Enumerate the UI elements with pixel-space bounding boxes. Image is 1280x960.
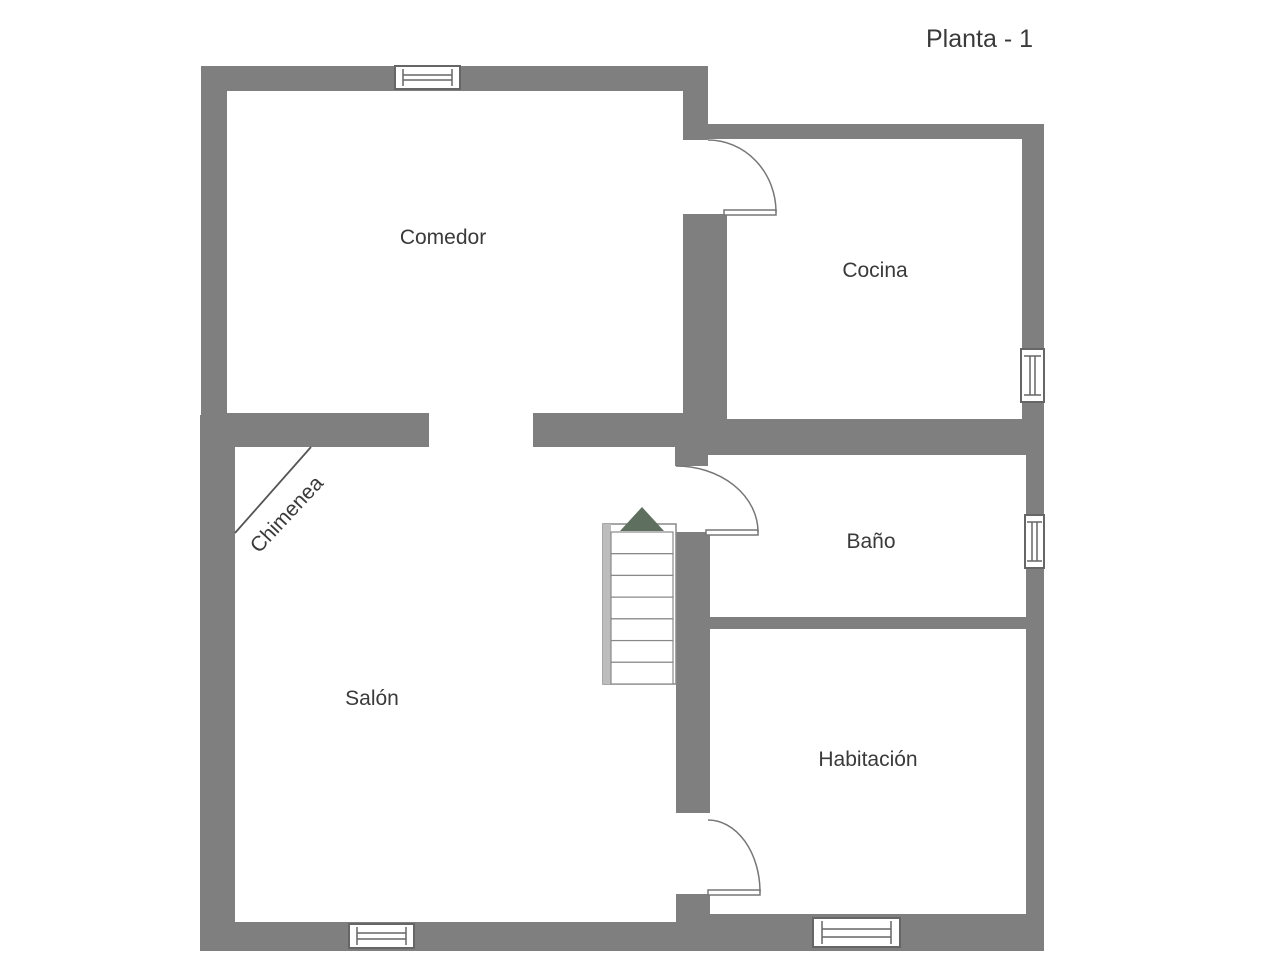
stair-steps [610, 531, 674, 685]
window-salon [348, 923, 415, 949]
wall-cocina-top [683, 124, 1044, 139]
room-label-bano: Baño [846, 530, 895, 553]
room-label-salon: Salón [345, 687, 399, 710]
wall-left-lower [200, 415, 235, 950]
wall-bottom-salon [200, 922, 678, 951]
windows [348, 65, 1045, 949]
room-label-habitacion: Habitación [818, 748, 917, 771]
wall-bano-habitacion [708, 617, 1044, 629]
walls [200, 66, 1044, 951]
chimenea-label: Chimenea [246, 471, 328, 557]
doors [675, 139, 777, 896]
window-habitacion [812, 917, 901, 948]
room-label-comedor: Comedor [400, 226, 486, 249]
door-salon-bano [675, 465, 759, 536]
window-cocina [1020, 348, 1045, 403]
wall-corner-bano-door [675, 440, 708, 466]
window-comedor [394, 65, 461, 90]
stair-step [610, 574, 674, 598]
wall-cocina-right [1022, 124, 1044, 420]
stair-step [610, 618, 674, 642]
stair-up-arrow-icon [620, 507, 664, 531]
wall-right-lower [1026, 419, 1044, 951]
staircase [602, 507, 677, 685]
stair-step [610, 596, 674, 620]
chimenea: Chimenea [234, 446, 328, 557]
floor-title: Planta - 1 [926, 25, 1033, 53]
door-salon-habitacion [707, 819, 761, 896]
wall-left-upper [201, 66, 227, 417]
wall-salon-bano-habitacion [676, 532, 710, 813]
room-label-cocina: Cocina [842, 259, 908, 282]
stair-step [610, 553, 674, 577]
stair-step [610, 531, 674, 555]
stair-step [610, 661, 674, 685]
wall-cocina-bano [683, 419, 1044, 455]
stair-step [610, 639, 674, 663]
stair-handrail [603, 524, 611, 684]
window-bano [1024, 514, 1045, 569]
door-comedor-cocina [707, 139, 777, 216]
chimenea-diagonal [234, 446, 312, 534]
wall-comedor-salon-left [201, 413, 429, 447]
